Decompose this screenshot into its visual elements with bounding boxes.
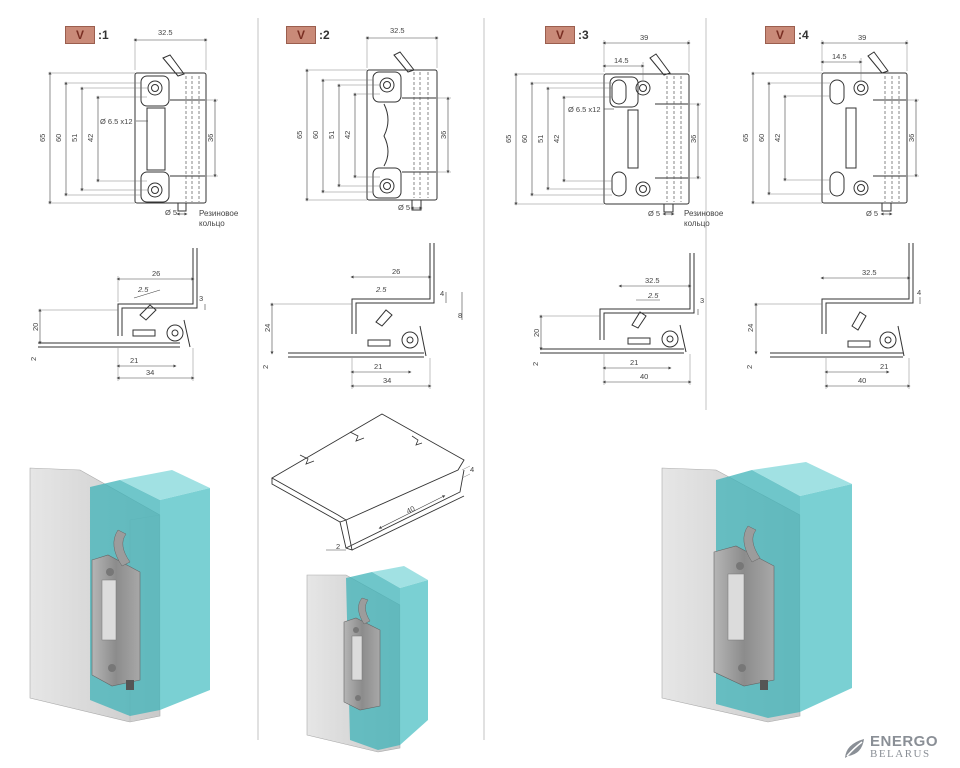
dim-inner: 21	[130, 356, 138, 365]
dim-top: 26	[392, 267, 400, 276]
dim-h65: 65	[38, 134, 47, 142]
dim-width: 32.5	[390, 26, 405, 35]
hinge-3d-illustration-3	[661, 462, 852, 723]
variant-badge-2: V	[286, 26, 316, 44]
dim-h60: 60	[520, 135, 529, 143]
dim-inner: 21	[630, 358, 638, 367]
dim-depth: 40	[405, 504, 416, 516]
variant-label-2: :2	[319, 28, 330, 42]
hinge-3d-illustration-2	[306, 566, 428, 753]
side-view-4: 32.5 4 24 2 21 40	[745, 243, 921, 389]
dim-offset: 14.5	[614, 56, 629, 65]
dim-hole: Ø 6.5 x12	[568, 105, 601, 114]
dim-pin: Ø 5	[648, 209, 660, 218]
dim-h42: 42	[552, 135, 561, 143]
dim-total: 40	[858, 376, 866, 385]
side-view-3: 32.5 2.5 3 20 2 21 40	[531, 253, 704, 385]
side-view-1: 26 2.5 3 20 2 21 34	[29, 248, 206, 381]
dim-pin: Ø 5	[398, 203, 410, 212]
dim-h42: 42	[86, 134, 95, 142]
dim-h36: 36	[206, 134, 215, 142]
dim-gap: 4	[440, 289, 444, 298]
dim-top: 32.5	[645, 276, 660, 285]
dim-top: 32.5	[862, 268, 877, 277]
dim-offset: 14.5	[832, 52, 847, 61]
variant-badge-3: V	[545, 26, 575, 44]
dim-h: 24	[746, 324, 755, 332]
dim-total: 34	[383, 376, 391, 385]
dim-h36: 36	[907, 134, 916, 142]
dim-gap2: 8	[458, 311, 462, 320]
dim-base: 2	[29, 357, 38, 361]
variant-badge-1: V	[65, 26, 95, 44]
dim-h36: 36	[689, 135, 698, 143]
dim-base: 2	[261, 365, 270, 369]
front-view-2: 32.5 65 60 51 42 36 Ø 5	[295, 26, 451, 212]
dim-h51: 51	[70, 134, 79, 142]
dim-width: 39	[640, 33, 648, 42]
dim-gap: 4	[917, 288, 921, 297]
variant-label-4: :4	[798, 28, 809, 42]
variant-label-1: :1	[98, 28, 109, 42]
variant-badge-4: V	[765, 26, 795, 44]
dim-h60: 60	[757, 134, 766, 142]
variant-label-3: :3	[578, 28, 589, 42]
dim-h65: 65	[504, 135, 513, 143]
dim-width: 32.5	[158, 28, 173, 37]
dim-pin: Ø 5	[866, 209, 878, 218]
front-view-3: 39 14.5 65 60 51 42 36 Ø 6.5 x12 Ø 5 Рез…	[504, 33, 724, 228]
dim-h60: 60	[54, 134, 63, 142]
side-view-2: 26 2.5 4 8 24 2 21 34	[261, 243, 463, 389]
logo-line-1: ENERGO	[870, 733, 939, 750]
leaf-logo-icon	[845, 739, 864, 758]
rubber-ring-note-2: кольцо	[684, 219, 710, 228]
dim-top: 26	[152, 269, 160, 278]
dim-hole: Ø 6.5 x12	[100, 117, 133, 126]
dim-gap: 3	[199, 294, 203, 303]
dim-h42: 42	[773, 134, 782, 142]
dim-h: 20	[31, 323, 40, 331]
dim-thickness: 2	[336, 542, 340, 551]
rubber-ring-note-2: кольцо	[199, 219, 225, 228]
dim-angle: 2.5	[647, 291, 659, 300]
dim-total: 34	[146, 368, 154, 377]
dim-h42: 42	[343, 131, 352, 139]
dim-lip: 4	[470, 465, 474, 474]
logo-line-2: BELARUS	[870, 748, 931, 760]
front-view-4: 39 14.5 65 60 42 36 Ø 5	[741, 33, 919, 218]
rubber-ring-note-1: Резиновое	[684, 209, 724, 218]
dim-inner: 21	[880, 362, 888, 371]
dim-h65: 65	[295, 131, 304, 139]
dim-angle: 2.5	[137, 285, 149, 294]
dim-total: 40	[640, 372, 648, 381]
dim-h: 24	[263, 324, 272, 332]
dim-h: 20	[532, 329, 541, 337]
sheet-profile-sketch: 40 4 2	[271, 413, 474, 551]
dim-base: 2	[531, 362, 540, 366]
dim-pin: Ø 5	[165, 208, 177, 217]
dim-inner: 21	[374, 362, 382, 371]
front-view-1: 32.5 65 60 51 42 36 Ø 6.5 x12 Ø 5 Резино…	[38, 28, 239, 228]
dim-h65: 65	[741, 134, 750, 142]
energo-belarus-logo: ENERGO BELARUS	[842, 733, 952, 763]
dim-angle: 2.5	[375, 285, 387, 294]
dim-base: 2	[745, 365, 754, 369]
hinge-3d-illustration-1	[29, 467, 210, 723]
dim-h51: 51	[536, 135, 545, 143]
dim-gap: 3	[700, 296, 704, 305]
dim-width: 39	[858, 33, 866, 42]
dim-h60: 60	[311, 131, 320, 139]
rubber-ring-note-1: Резиновое	[199, 209, 239, 218]
dim-h36: 36	[439, 131, 448, 139]
dim-h51: 51	[327, 131, 336, 139]
